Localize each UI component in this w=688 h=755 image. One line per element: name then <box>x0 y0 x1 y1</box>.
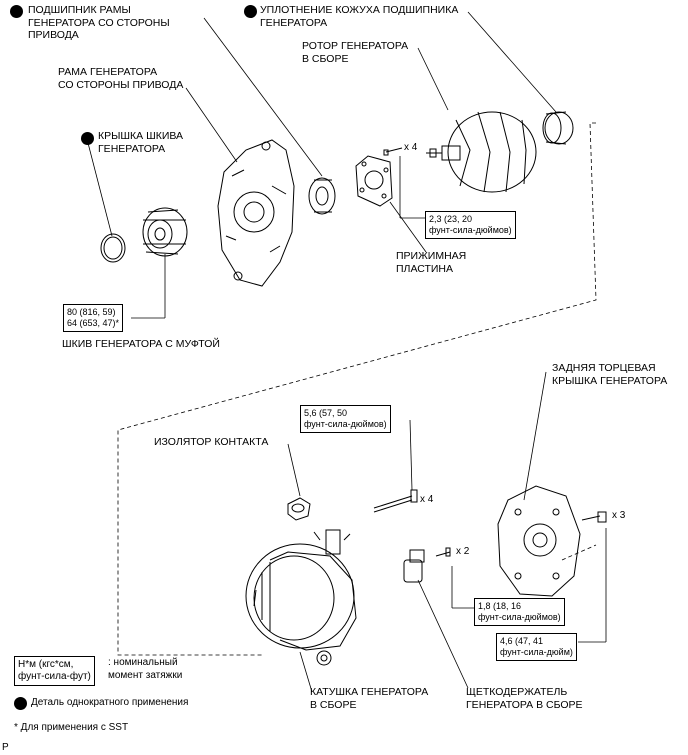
brush-holder-drawing <box>403 547 451 583</box>
legend-non-reusable-dot <box>14 697 27 710</box>
legend-sst-note: * Для применения с SST <box>14 722 129 733</box>
bearing-cover-seal-drawing <box>542 111 574 145</box>
torque-rear-cover: 4,6 (47, 41 фунт-сила-дюйм) <box>496 633 577 661</box>
label-pulley-cap: КРЫШКА ШКИВА ГЕНЕРАТОРА <box>98 130 184 155</box>
label-clutch-pulley: ШКИВ ГЕНЕРАТОРА С МУФТОЙ <box>62 338 220 350</box>
torque-brush-holder: 1,8 (18, 16 фунт-сила-дюймов) <box>474 598 565 626</box>
pulley-cap-drawing <box>100 233 126 263</box>
drive-end-bearing-drawing <box>308 177 336 215</box>
generator-coil-drawing <box>245 529 357 666</box>
clutch-pulley-drawing <box>142 207 188 257</box>
non-reusable-mark-bearing <box>10 5 23 18</box>
qty-retainer-screws: x 4 <box>404 142 418 153</box>
qty-rear-cover-nuts: x 3 <box>612 510 626 521</box>
label-terminal-insulator: ИЗОЛЯТОР КОНТАКТА <box>154 436 269 448</box>
legend-torque-description: : номинальный момент затяжки <box>108 657 183 681</box>
qty-brush-screws: x 2 <box>456 546 470 557</box>
label-drive-end-bearing: ПОДШИПНИК РАМЫ ГЕНЕРАТОРА СО СТОРОНЫ ПРИ… <box>28 4 170 41</box>
label-drive-end-frame: РАМА ГЕНЕРАТОРА СО СТОРОНЫ ПРИВОДА <box>58 66 184 91</box>
qty-through-bolts: x 4 <box>420 494 434 505</box>
non-reusable-mark-cap <box>81 132 94 145</box>
legend-non-reusable-text: Деталь однократного применения <box>31 697 189 708</box>
label-generator-coil: КАТУШКА ГЕНЕРАТОРА В СБОРЕ <box>310 686 429 711</box>
label-rotor: РОТОР ГЕНЕРАТОРА В СБОРЕ <box>302 40 409 65</box>
label-rear-end-cover: ЗАДНЯЯ ТОРЦЕВАЯ КРЫШКА ГЕНЕРАТОРА <box>552 362 668 387</box>
drive-end-frame-drawing <box>217 139 295 287</box>
retainer-plate-drawing <box>355 147 403 207</box>
label-retainer-plate: ПРИЖИМНАЯ ПЛАСТИНА <box>396 250 467 275</box>
corner-mark: P <box>2 742 9 753</box>
non-reusable-mark-seal <box>244 5 257 18</box>
label-bearing-cover-seal: УПЛОТНЕНИЕ КОЖУХА ПОДШИПНИКА ГЕНЕРАТОРА <box>260 4 459 29</box>
assembly-dashed-lines <box>117 122 597 656</box>
rotor-drawing <box>426 111 537 193</box>
torque-retainer: 2,3 (23, 20 фунт-сила-дюймов) <box>425 211 516 239</box>
leader-lines <box>87 11 607 693</box>
label-brush-holder: ЩЕТКОДЕРЖАТЕЛЬ ГЕНЕРАТОРА В СБОРЕ <box>466 686 583 711</box>
terminal-insulator-drawing <box>287 497 311 521</box>
torque-through-bolt: 5,6 (57, 50 фунт-сила-дюймов) <box>300 405 391 433</box>
torque-pulley: 80 (816, 59) 64 (653, 47)* <box>63 304 124 332</box>
through-bolt-drawing <box>373 489 418 513</box>
legend-torque-unit: Н*м (кгс*см, фунт-сила-фут) <box>14 656 95 686</box>
rear-end-cover-drawing <box>497 485 607 597</box>
